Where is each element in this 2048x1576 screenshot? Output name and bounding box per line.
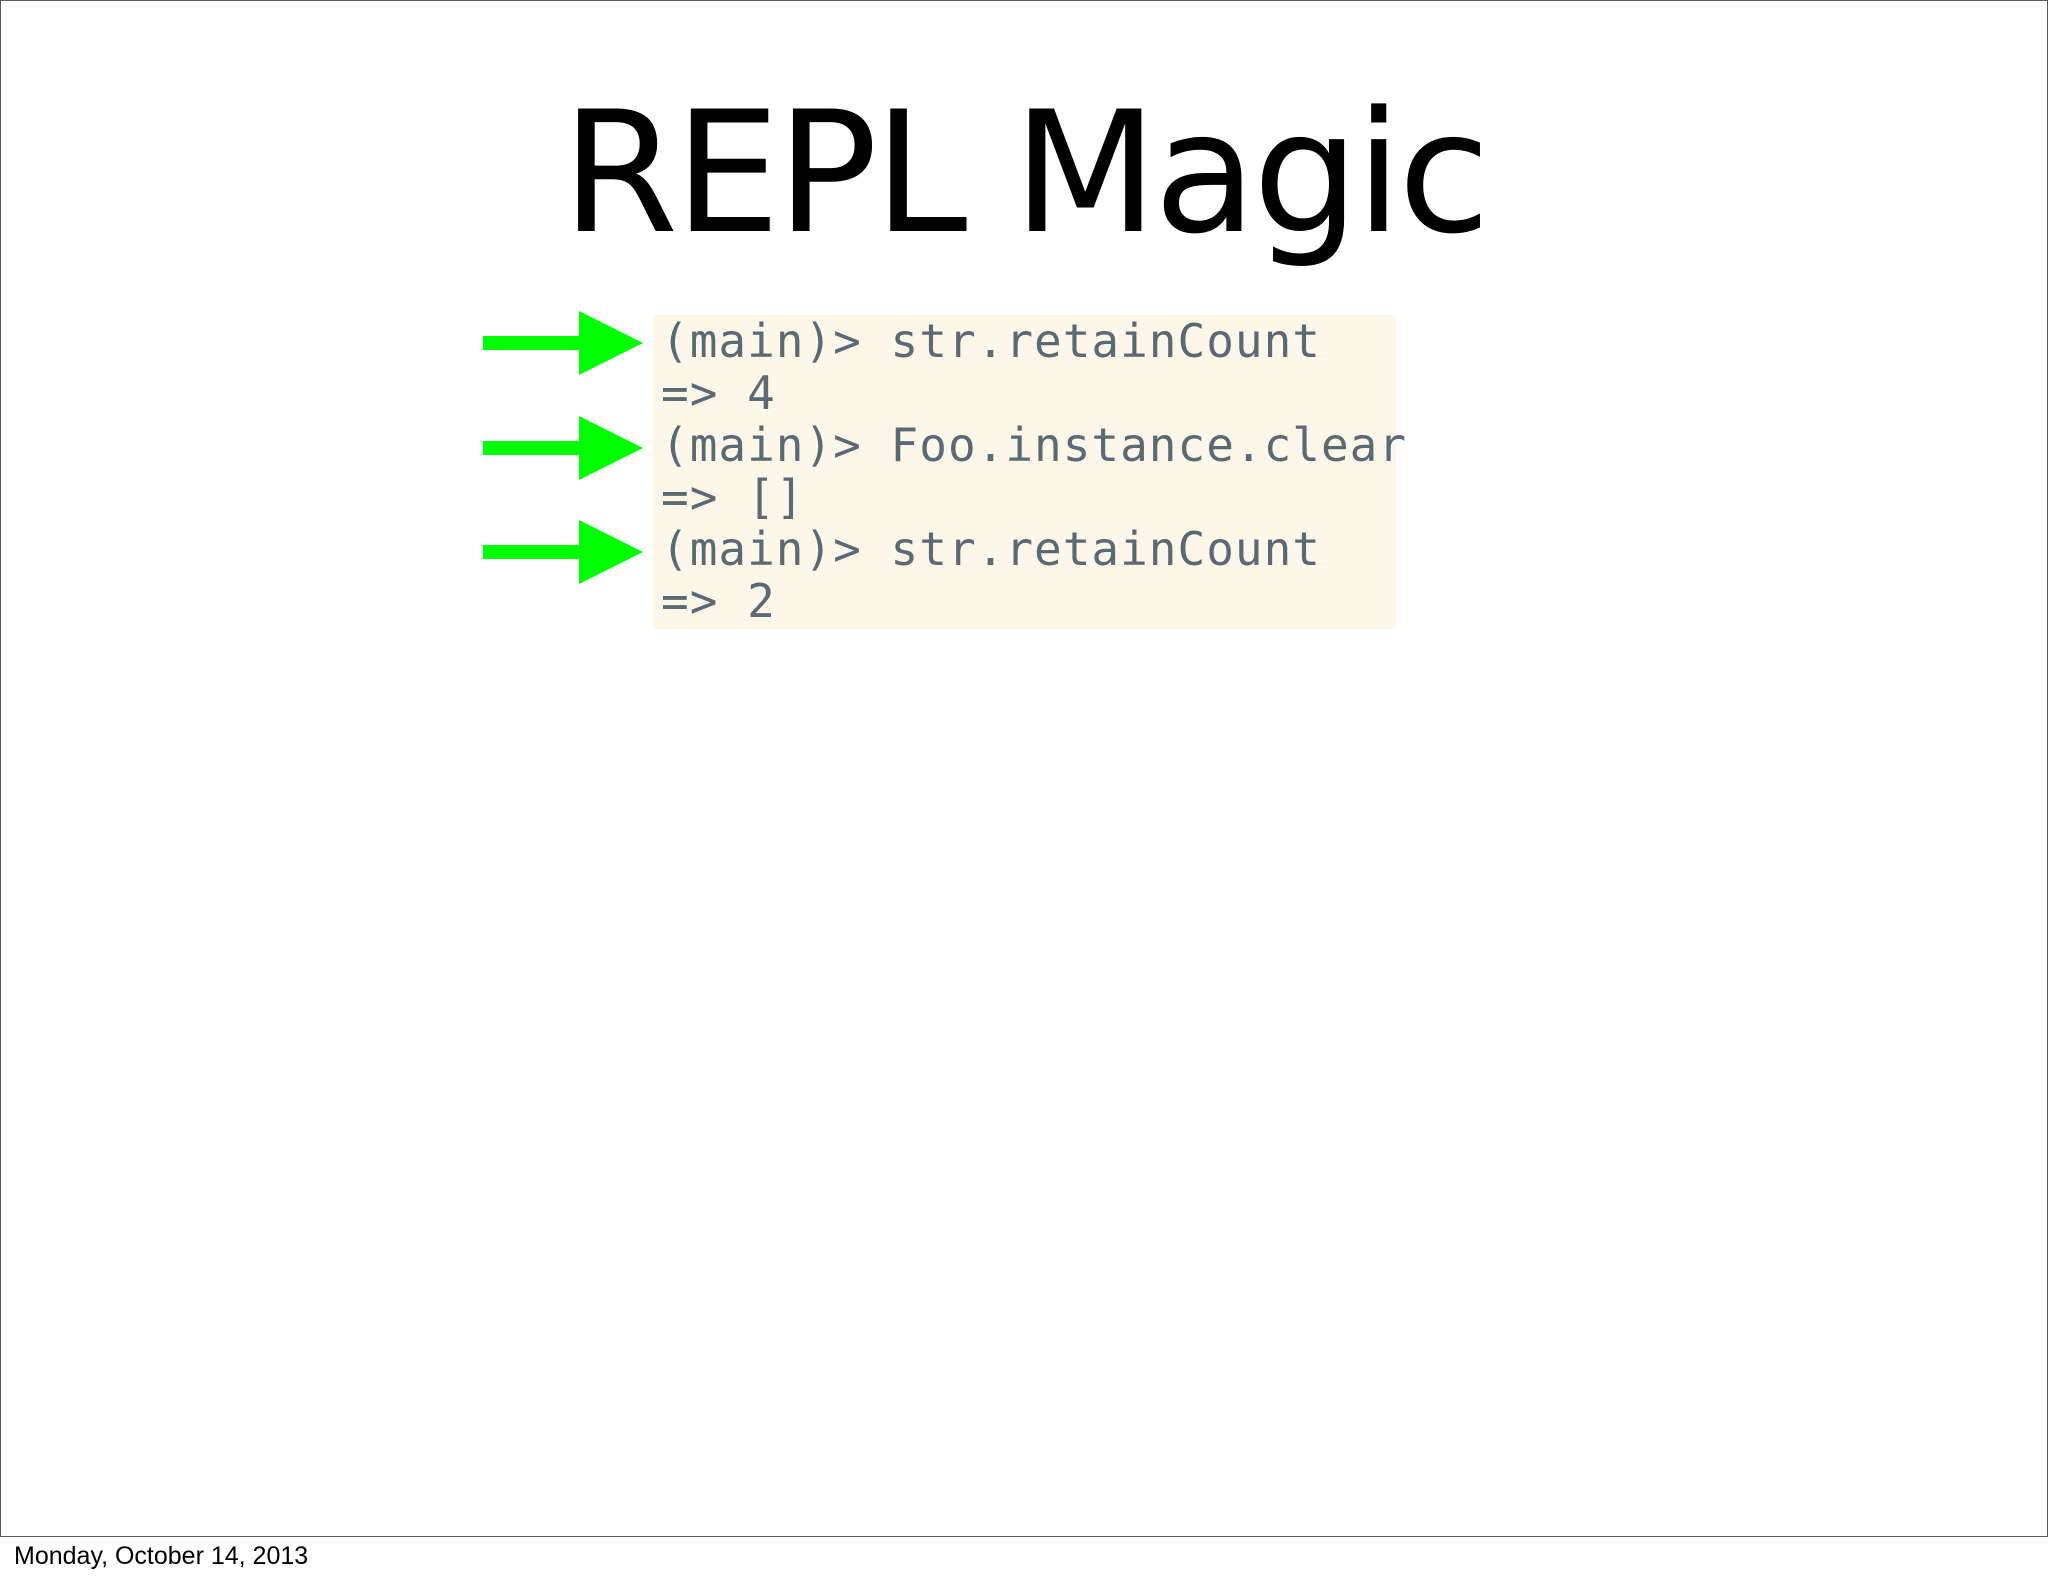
footer-date: Monday, October 14, 2013 bbox=[14, 1542, 309, 1570]
repl-input-line: (main)> Foo.instance.clear bbox=[661, 418, 1408, 472]
repl-input-line: (main)> str.retainCount bbox=[661, 522, 1321, 576]
repl-console: (main)> str.retainCount => 4 (main)> Foo… bbox=[653, 314, 1406, 629]
right-arrow-icon bbox=[483, 520, 643, 584]
repl-input-line: (main)> str.retainCount bbox=[661, 314, 1321, 368]
slide-title: REPL Magic bbox=[561, 75, 1491, 271]
repl-output-line: => 2 bbox=[661, 574, 776, 628]
slide-frame: REPL Magic (main)> str.retainCount => 4 … bbox=[0, 0, 2048, 1537]
right-arrow-icon bbox=[483, 416, 643, 480]
repl-output-line: => [] bbox=[661, 470, 805, 524]
repl-output-line: => 4 bbox=[661, 366, 776, 420]
right-arrow-icon bbox=[483, 311, 643, 375]
